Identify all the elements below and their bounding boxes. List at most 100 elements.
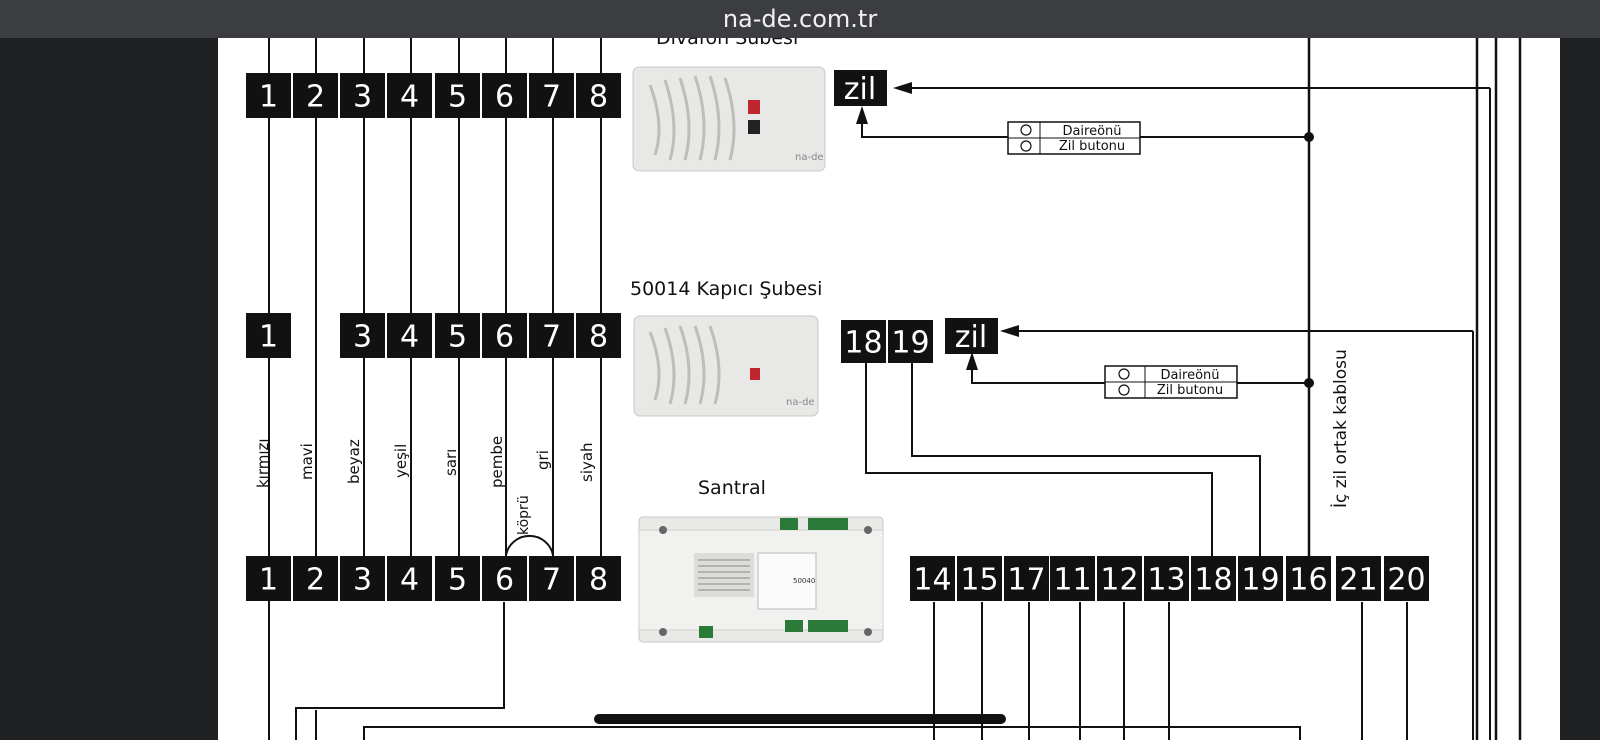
santral-terminal: 11 xyxy=(1050,556,1095,601)
device-brand: na-de xyxy=(795,152,824,163)
zil-box-mid: zil xyxy=(945,318,998,355)
terminal-number: 7 xyxy=(542,562,561,597)
bottom-terminal: 5 xyxy=(435,556,480,601)
wire-color-label: siyah xyxy=(578,442,596,482)
top-terminal: 1 xyxy=(246,73,291,118)
top-zil-wires xyxy=(861,87,1491,740)
terminal-number: 5 xyxy=(448,79,467,114)
terminal-number: 2 xyxy=(306,79,325,114)
santral-model: 50040 xyxy=(793,577,815,585)
button-label-1: Daireönü xyxy=(1160,368,1219,383)
button-label-1: Daireönü xyxy=(1062,124,1121,139)
top-terminal: 3 xyxy=(340,73,385,118)
device-brand: na-de xyxy=(786,397,815,408)
url-text: na-de.com.tr xyxy=(722,5,878,33)
santral-label: Santral xyxy=(698,477,766,499)
terminal-number: 18 xyxy=(844,325,882,360)
terminal-number: 4 xyxy=(400,319,419,354)
common-cable-label: İç zil ortak kablosu xyxy=(1330,349,1351,508)
right-bus-lines xyxy=(1307,38,1522,740)
terminal-number: 13 xyxy=(1147,562,1185,597)
santral-terminal: 19 xyxy=(1238,556,1283,601)
terminal-number: 1 xyxy=(259,79,278,114)
door-button-mid: Daireönü Zil butonu xyxy=(1104,365,1238,399)
scroll-indicator[interactable] xyxy=(594,714,1006,724)
mid-terminal: 1 xyxy=(246,313,291,358)
mid-terminal: 4 xyxy=(387,313,432,358)
top-terminal: 6 xyxy=(482,73,527,118)
terminal-number: 17 xyxy=(1007,562,1045,597)
wire-color-label: mavi xyxy=(298,443,316,480)
top-terminal: 7 xyxy=(529,73,574,118)
terminal-number: 6 xyxy=(495,79,514,114)
santral-terminal: 18 xyxy=(1191,556,1236,601)
wire-color-label: pembe xyxy=(488,436,506,488)
bottom-terminal: 4 xyxy=(387,556,432,601)
terminal-number: 1 xyxy=(259,319,278,354)
mid-extra-terminal: 19 xyxy=(888,320,933,363)
top-terminal: 8 xyxy=(576,73,621,118)
browser-address-bar[interactable]: na-de.com.tr xyxy=(0,0,1600,38)
button-label-2: Zil butonu xyxy=(1059,139,1125,154)
wire-color-label: gri xyxy=(534,450,552,470)
door-button-top: Daireönü Zil butonu xyxy=(1007,121,1141,155)
terminal-number: 7 xyxy=(542,319,561,354)
bottom-terminal: 8 xyxy=(576,556,621,601)
mid-terminal: 5 xyxy=(435,313,480,358)
bottom-terminal: 7 xyxy=(529,556,574,601)
santral-terminal: 21 xyxy=(1336,556,1381,601)
bottom-terminal: 2 xyxy=(293,556,338,601)
terminal-number: 3 xyxy=(353,79,372,114)
terminal-number: 6 xyxy=(495,319,514,354)
top-terminal: 5 xyxy=(435,73,480,118)
santral-device-image: 50040 xyxy=(638,516,884,643)
zil-label: zil xyxy=(955,320,987,355)
bottom-terminal: 1 xyxy=(246,556,291,601)
terminal-number: 11 xyxy=(1053,562,1091,597)
terminal-number: 15 xyxy=(960,562,998,597)
terminal-number: 2 xyxy=(306,562,325,597)
wire-color-label: beyaz xyxy=(345,439,363,484)
divafon-device-image: na-de xyxy=(632,66,826,172)
terminal-number: 5 xyxy=(448,562,467,597)
wire-color-label: yeşil xyxy=(392,444,410,478)
terminal-number: 18 xyxy=(1194,562,1232,597)
wiring-diagram: Daireönü Zil butonu Daireönü Zil butonu … xyxy=(246,38,1522,740)
mid-terminal: 8 xyxy=(576,313,621,358)
santral-terminal: 14 xyxy=(910,556,955,601)
santral-terminal: 16 xyxy=(1286,556,1331,601)
terminal-number: 16 xyxy=(1289,562,1327,597)
wiring-diagram-page: Daireönü Zil butonu Daireönü Zil butonu … xyxy=(218,38,1560,740)
bottom-terminal: 6 xyxy=(482,556,527,601)
terminal-number: 20 xyxy=(1387,562,1425,597)
terminal-number: 19 xyxy=(1241,562,1279,597)
zil-box-top: zil xyxy=(834,70,887,107)
terminal-number: 1 xyxy=(259,562,278,597)
terminal-wires xyxy=(268,38,1408,740)
santral-terminal: 13 xyxy=(1144,556,1189,601)
bridge-arc xyxy=(505,534,554,556)
terminal-number: 21 xyxy=(1339,562,1377,597)
terminal-number: 5 xyxy=(448,319,467,354)
mid-extra-terminal: 18 xyxy=(841,320,886,363)
santral-terminal: 12 xyxy=(1097,556,1142,601)
top-unit-label: Divafon Subesi xyxy=(656,38,798,49)
terminal-number: 12 xyxy=(1100,562,1138,597)
kapici-device-image: na-de xyxy=(633,315,819,417)
mid-zil-wires xyxy=(865,330,1474,740)
terminal-number: 19 xyxy=(891,325,929,360)
santral-terminal: 15 xyxy=(957,556,1002,601)
terminal-number: 8 xyxy=(589,562,608,597)
terminal-number: 4 xyxy=(400,79,419,114)
mid-terminal: 6 xyxy=(482,313,527,358)
wire-color-label: sarı xyxy=(442,449,460,476)
terminal-number: 3 xyxy=(353,562,372,597)
santral-terminal: 17 xyxy=(1004,556,1049,601)
terminal-number: 8 xyxy=(589,79,608,114)
top-terminal: 2 xyxy=(293,73,338,118)
terminal-number: 4 xyxy=(400,562,419,597)
terminal-number: 7 xyxy=(542,79,561,114)
button-label-2: Zil butonu xyxy=(1157,383,1223,398)
